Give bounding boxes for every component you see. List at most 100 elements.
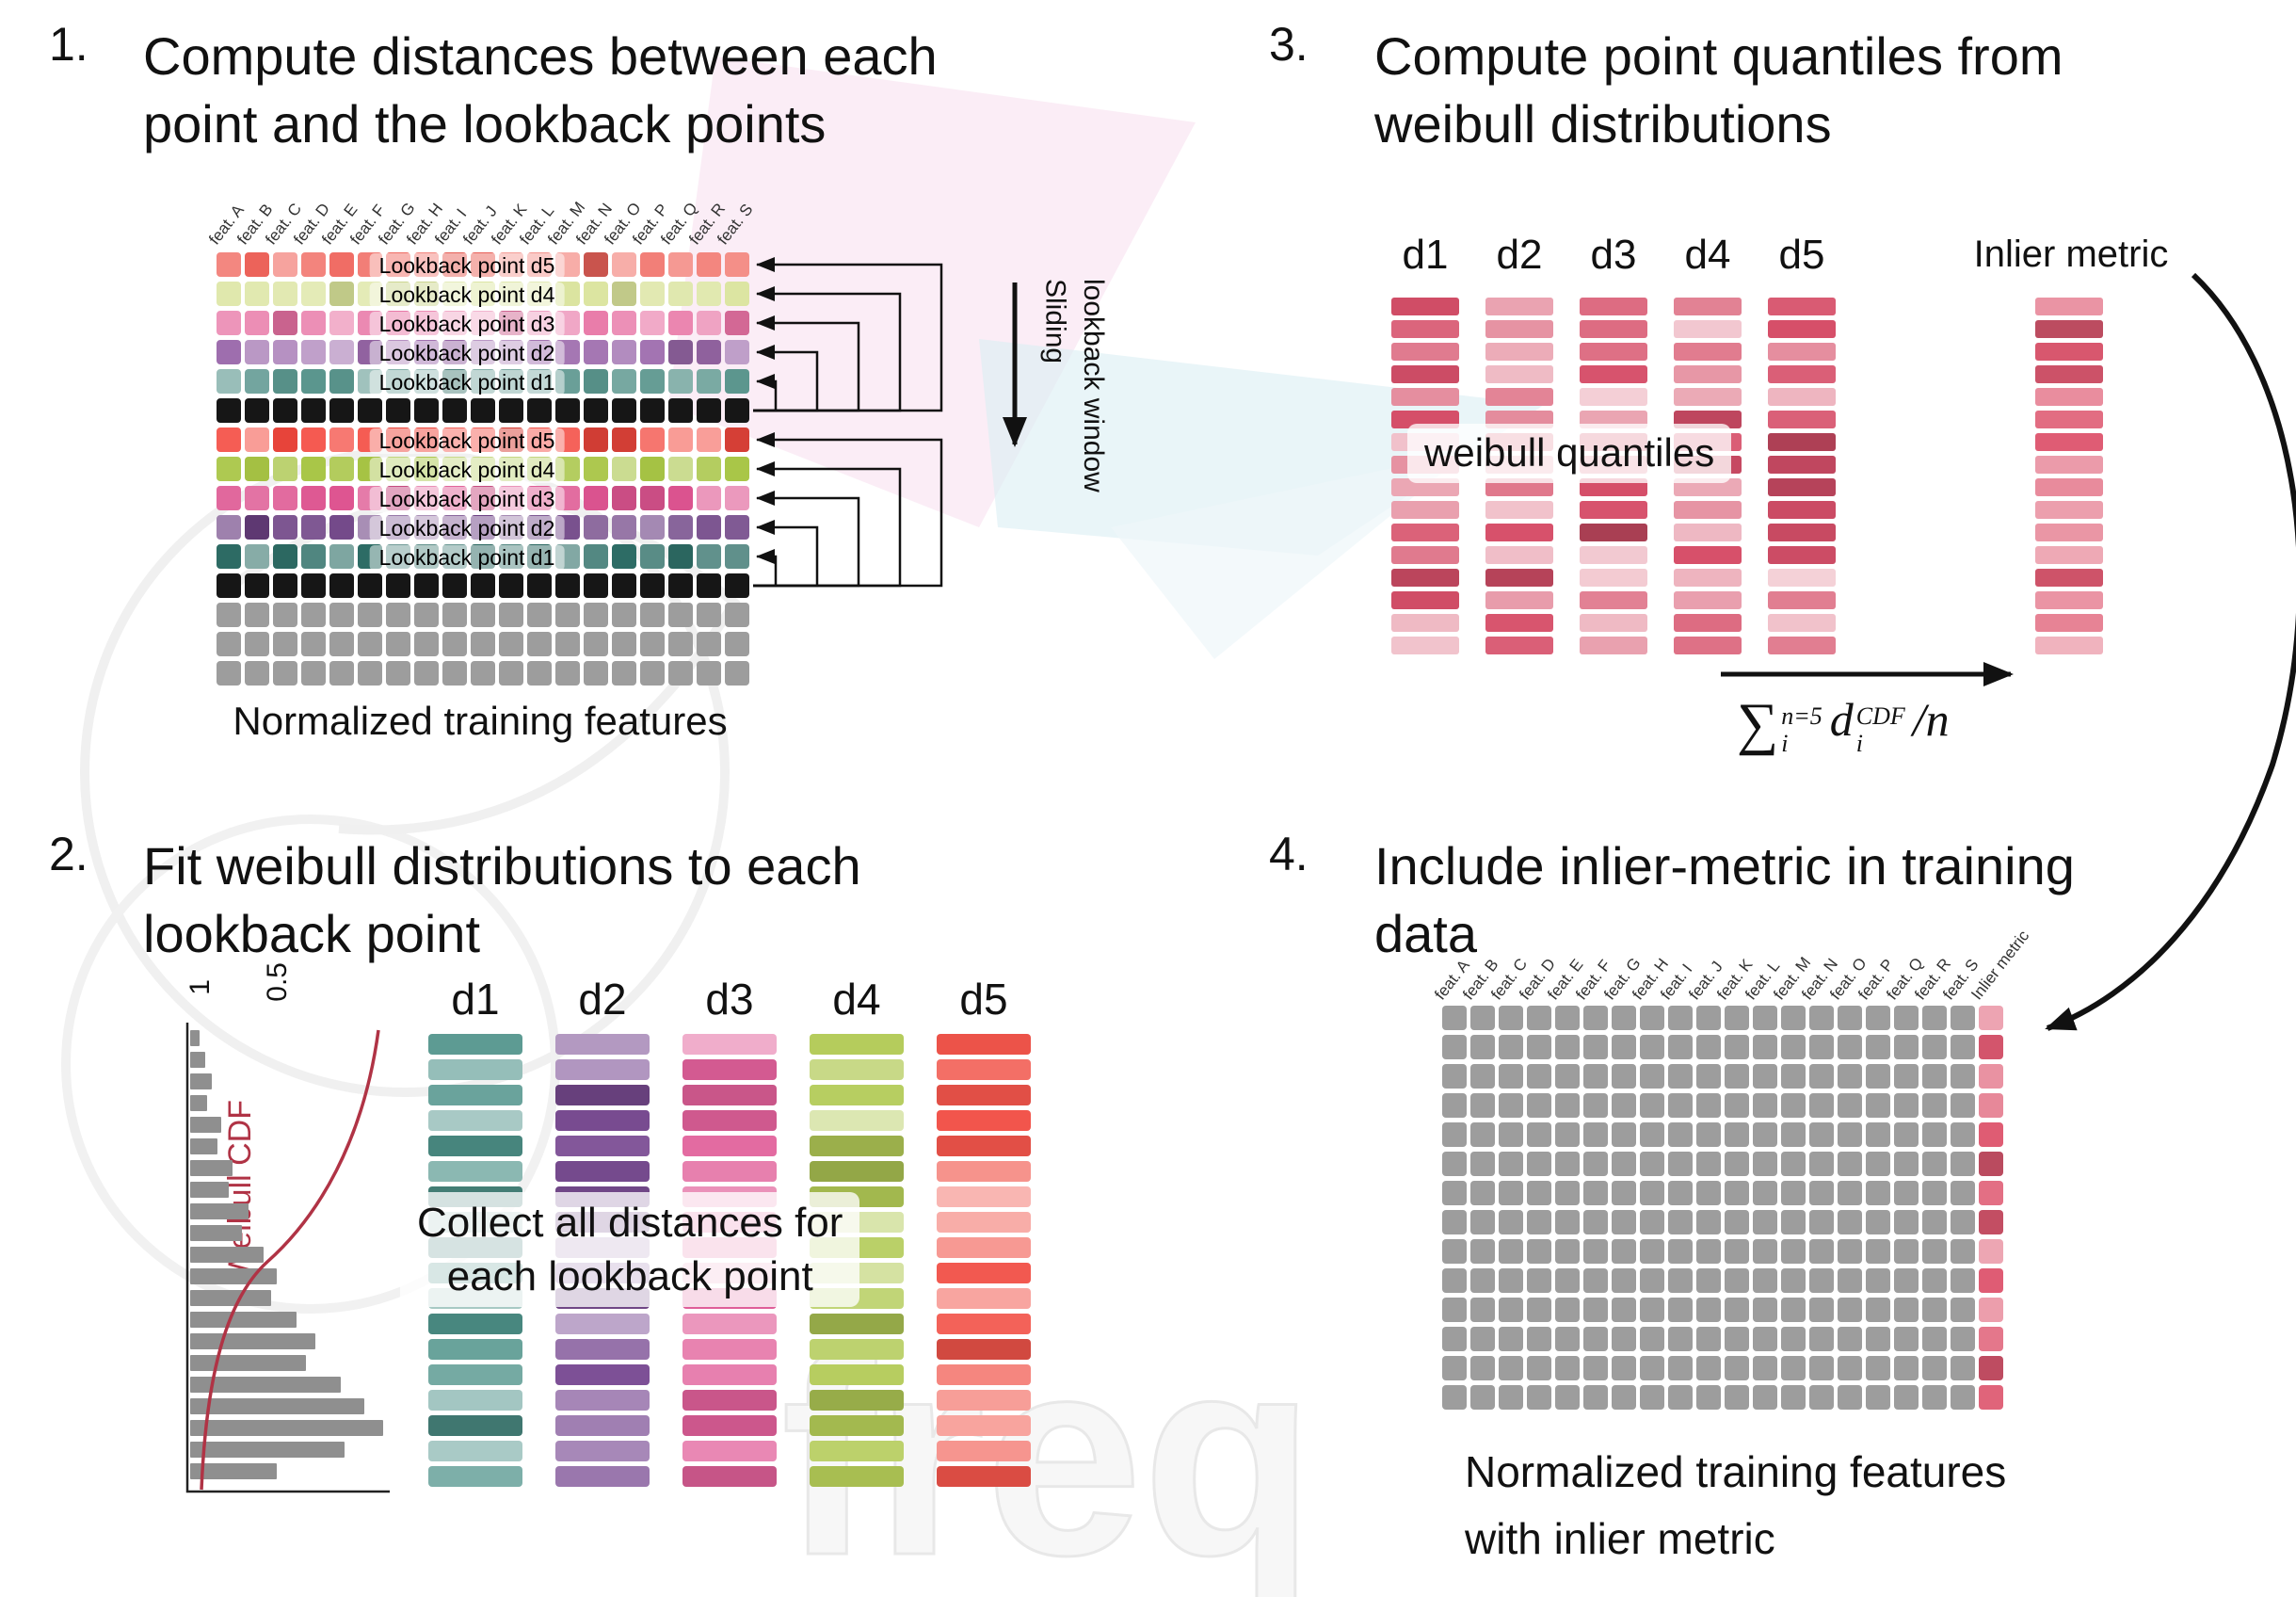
feature-cell bbox=[1668, 1210, 1693, 1234]
feature-cell bbox=[1612, 1064, 1636, 1089]
feature-cell bbox=[1922, 1152, 1947, 1176]
feature-cell bbox=[555, 632, 580, 656]
feature-cell bbox=[1583, 1181, 1608, 1205]
feature-cell bbox=[329, 398, 354, 423]
feature-cell bbox=[1612, 1006, 1636, 1030]
quantile-bar bbox=[1768, 569, 1836, 587]
feature-cell bbox=[1583, 1093, 1608, 1118]
feature-cell bbox=[1470, 1327, 1495, 1351]
feature-cell bbox=[471, 603, 495, 627]
distance-bar bbox=[810, 1085, 904, 1105]
feature-cell bbox=[245, 311, 269, 335]
distance-bar bbox=[937, 1364, 1031, 1385]
feature-cell bbox=[499, 573, 523, 598]
inlier-metric-cell bbox=[1979, 1064, 2003, 1089]
feature-cell bbox=[1612, 1268, 1636, 1293]
feature-cell bbox=[1866, 1356, 1890, 1380]
feature-cell bbox=[1951, 1385, 1975, 1410]
feature-cell bbox=[1781, 1093, 1806, 1118]
quantile-bar bbox=[1674, 343, 1742, 361]
quantile-bar bbox=[1768, 546, 1836, 564]
quantile-bar bbox=[1674, 501, 1742, 519]
quantile-bar bbox=[1391, 365, 1459, 383]
panel3-title-line1: Compute point quantiles from bbox=[1374, 26, 2063, 86]
feature-cell bbox=[499, 398, 523, 423]
feature-cell bbox=[1442, 1035, 1467, 1059]
feature-cell bbox=[1838, 1006, 1862, 1030]
distance-bar bbox=[937, 1212, 1031, 1233]
feature-cell bbox=[527, 398, 552, 423]
feature-cell bbox=[1696, 1356, 1721, 1380]
feature-cell bbox=[1809, 1268, 1834, 1293]
feature-cell bbox=[1555, 1298, 1580, 1322]
quantile-bar bbox=[1674, 546, 1742, 564]
feature-cell bbox=[1442, 1298, 1467, 1322]
feature-cell bbox=[245, 603, 269, 627]
feature-row bbox=[1442, 1385, 2003, 1410]
feature-cell bbox=[1725, 1210, 1749, 1234]
quantile-bar bbox=[1391, 501, 1459, 519]
feature-cell bbox=[1781, 1064, 1806, 1089]
feature-cell bbox=[612, 282, 636, 306]
distance-bar bbox=[682, 1059, 777, 1080]
quantile-bar bbox=[1485, 298, 1553, 315]
feature-cell bbox=[217, 515, 241, 540]
distance-bar bbox=[428, 1314, 522, 1334]
feature-cell bbox=[640, 427, 665, 452]
feature-cell bbox=[1838, 1298, 1862, 1322]
feature-cell bbox=[1922, 1385, 1947, 1410]
feature-cell bbox=[1640, 1210, 1664, 1234]
feature-cell bbox=[1442, 1064, 1467, 1089]
feature-cell bbox=[1555, 1327, 1580, 1351]
inlier-metric-cell bbox=[1979, 1356, 2003, 1380]
feature-cell bbox=[1499, 1268, 1523, 1293]
feature-cell bbox=[1555, 1356, 1580, 1380]
distance-bar bbox=[555, 1364, 650, 1385]
feature-cell bbox=[329, 457, 354, 481]
panel3-title: Compute point quantiles from weibull dis… bbox=[1374, 23, 2063, 157]
feature-cell bbox=[1527, 1356, 1551, 1380]
feature-cell bbox=[1696, 1327, 1721, 1351]
feature-cell bbox=[1499, 1356, 1523, 1380]
feature-cell bbox=[1555, 1210, 1580, 1234]
feature-cell bbox=[1781, 1122, 1806, 1147]
feature-cell bbox=[725, 457, 749, 481]
feature-cell bbox=[1527, 1268, 1551, 1293]
distance-bar bbox=[810, 1466, 904, 1487]
feature-cell bbox=[1640, 1268, 1664, 1293]
p4-caption: Normalized training features with inlier… bbox=[1465, 1439, 2006, 1573]
distance-bar bbox=[682, 1110, 777, 1131]
feature-cell bbox=[301, 573, 326, 598]
feature-cell bbox=[668, 457, 693, 481]
feature-cell bbox=[217, 340, 241, 364]
inlier-metric-cell bbox=[1979, 1006, 2003, 1030]
feature-cell bbox=[1922, 1268, 1947, 1293]
feature-cell bbox=[1612, 1239, 1636, 1264]
feature-cell bbox=[329, 369, 354, 394]
p3-overlay: weibull quantiles bbox=[1407, 424, 1732, 483]
feature-cell bbox=[1951, 1093, 1975, 1118]
distance-bar bbox=[810, 1441, 904, 1461]
step-number-4: 4. bbox=[1269, 828, 1309, 880]
distance-bar bbox=[428, 1390, 522, 1411]
quantile-bar bbox=[1485, 637, 1553, 654]
feature-cell bbox=[1470, 1006, 1495, 1030]
feature-cell bbox=[1951, 1006, 1975, 1030]
feature-cell bbox=[1753, 1356, 1777, 1380]
feature-cell bbox=[1555, 1035, 1580, 1059]
feature-cell bbox=[1894, 1327, 1919, 1351]
distance-bar bbox=[810, 1314, 904, 1334]
feature-cell bbox=[217, 427, 241, 452]
inlier-metric-cell bbox=[1979, 1268, 2003, 1293]
feature-cell bbox=[1470, 1093, 1495, 1118]
feature-cell bbox=[725, 398, 749, 423]
feature-cell bbox=[245, 573, 269, 598]
feature-cell bbox=[217, 252, 241, 277]
inlier-metric-cell bbox=[1979, 1210, 2003, 1234]
feature-cell bbox=[245, 457, 269, 481]
feature-cell bbox=[217, 661, 241, 686]
quantile-bar bbox=[1391, 637, 1459, 654]
feature-cell bbox=[612, 632, 636, 656]
